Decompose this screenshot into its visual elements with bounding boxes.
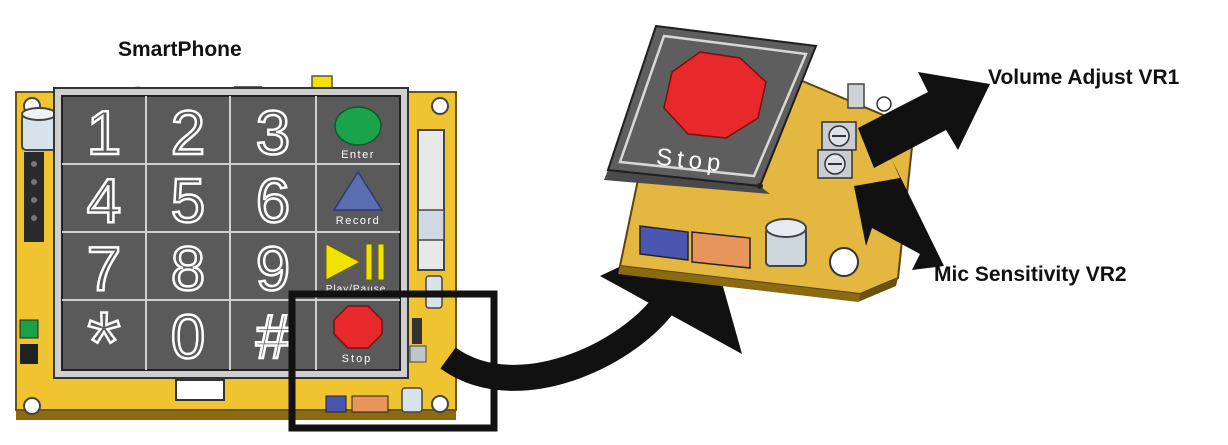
key-star[interactable]: * — [86, 294, 122, 393]
mount-hole — [431, 395, 449, 413]
volume-adjust-label: Volume Adjust VR1 — [988, 66, 1180, 89]
key-2[interactable]: 2 — [170, 98, 207, 170]
key-9[interactable]: 9 — [255, 234, 292, 306]
enter-key[interactable]: Enter — [334, 106, 382, 161]
key-hash[interactable]: # — [255, 302, 293, 374]
enter-key-label: Enter — [341, 149, 375, 161]
detail-board: Stop — [604, 24, 916, 302]
key-4[interactable]: 4 — [86, 166, 123, 238]
stop-key-label: Stop — [342, 353, 373, 365]
stop-octagon-icon — [663, 51, 767, 139]
record-key-label: Record — [336, 215, 380, 227]
stop-octagon-icon — [333, 305, 383, 349]
mount-hole — [23, 397, 41, 415]
key-6[interactable]: 6 — [255, 166, 292, 238]
volume-callout-arrow — [858, 72, 990, 168]
play-pause-key-label: Play/Pause — [326, 284, 387, 295]
mic-callout-arrow — [854, 160, 944, 270]
record-key[interactable]: Record — [332, 170, 384, 227]
key-8[interactable]: 8 — [170, 234, 207, 306]
play-pause-icon — [325, 243, 385, 281]
device-title: SmartPhone — [118, 38, 242, 61]
key-7[interactable]: 7 — [86, 234, 123, 306]
enter-circle-icon — [334, 106, 382, 146]
mic-sensitivity-label: Mic Sensitivity VR2 — [934, 263, 1127, 286]
stop-key[interactable]: Stop — [333, 305, 383, 365]
stop-button-detail: Stop — [604, 24, 818, 194]
mount-hole — [876, 96, 892, 112]
key-0[interactable]: 0 — [170, 302, 207, 374]
mount-hole — [431, 97, 449, 115]
record-triangle-icon — [332, 170, 384, 211]
key-1[interactable]: 1 — [86, 98, 123, 170]
key-3[interactable]: 3 — [255, 98, 292, 170]
mic-sensitivity-pot — [817, 149, 853, 179]
mount-hole — [829, 247, 859, 277]
play-pause-key[interactable]: Play/Pause — [325, 243, 387, 295]
highlight-box — [288, 290, 498, 432]
smartphone-board: 1 2 3 4 5 6 7 8 9 * 0 # Enter Record — [15, 75, 457, 420]
volume-adjust-pot — [821, 121, 857, 151]
key-5[interactable]: 5 — [170, 166, 207, 238]
slide-switch — [417, 129, 445, 271]
